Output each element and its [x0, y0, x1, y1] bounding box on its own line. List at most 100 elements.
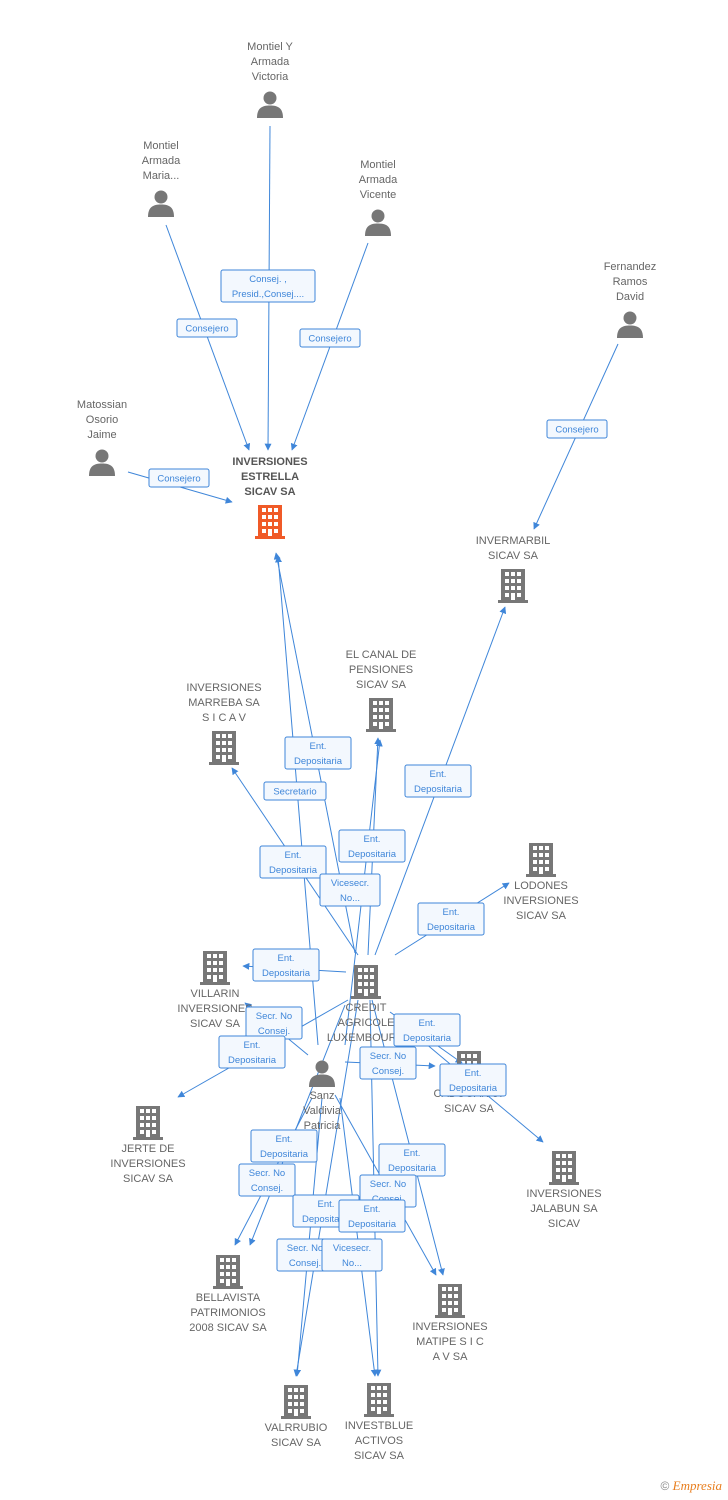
node-label-line: Ramos	[613, 276, 648, 288]
edge-label-text: Ent.	[430, 769, 447, 780]
node-label-line: Jaime	[87, 429, 116, 441]
building-icon	[133, 1106, 163, 1140]
edge-line-credit_agricole-to-matipe	[371, 999, 445, 1276]
edge-label-text: Consej.	[251, 1183, 283, 1194]
node-label-line: Maria...	[143, 170, 180, 182]
building-icon	[200, 951, 230, 985]
building-icon	[435, 1284, 465, 1318]
edge-label-box	[319, 873, 381, 907]
node-label-line: SICAV SA	[516, 910, 567, 922]
node-label-line: Montiel Y	[247, 41, 293, 53]
edge-label-badge[interactable]: Secr. No Consej.	[238, 1163, 296, 1197]
edge-label-badge[interactable]: Ent.Depositaria	[218, 1035, 286, 1069]
edge-label-box	[359, 1046, 417, 1080]
edge-label-box	[546, 419, 608, 439]
edge-label-badge[interactable]: Ent.Depositaria	[417, 902, 485, 936]
edge-label-badge[interactable]: Ent.Depositaria	[404, 764, 472, 798]
edge-label-text: Consejero	[157, 474, 200, 485]
person-icon	[617, 311, 643, 338]
node-montiel_maria[interactable]: MontielArmadaMaria...	[142, 140, 181, 217]
building-icon	[351, 965, 381, 999]
node-label-line: SICAV SA	[190, 1018, 241, 1030]
edge-label-text: Secr. No	[249, 1168, 285, 1179]
edge-label-text: Consej.	[289, 1258, 321, 1269]
edge-label-badge[interactable]: Vicesecr. No...	[319, 873, 381, 907]
brand-logo: Empresia	[672, 1478, 722, 1493]
node-label-line: Fernandez	[604, 261, 657, 273]
building-icon	[213, 1255, 243, 1289]
edge-label-text: Ent.	[310, 741, 327, 752]
edge-label-text: Consejero	[185, 324, 228, 335]
edge-label-text: No...	[342, 1258, 362, 1269]
edge-label-text: Depositaria	[348, 849, 397, 860]
edge-label-badge[interactable]: Ent.Depositaria	[393, 1013, 461, 1047]
edge-label-badge[interactable]: Ent.Depositaria	[338, 1199, 406, 1233]
node-label-line: Montiel	[143, 140, 178, 152]
edge-label-box	[252, 948, 320, 982]
edge-label-badge[interactable]: Ent.Depositaria	[378, 1143, 446, 1177]
edge-label-text: No...	[340, 893, 360, 904]
building-icon	[526, 843, 556, 877]
edge-label-box	[404, 764, 472, 798]
node-label-line: 2008 SICAV SA	[189, 1322, 267, 1334]
node-label-line: LODONES	[514, 880, 568, 892]
building-icon	[281, 1385, 311, 1419]
copyright-symbol: ©	[660, 1479, 670, 1493]
edge-label-box	[218, 1035, 286, 1069]
edge-line-credit_agricole-to-valrrubio	[293, 999, 359, 1377]
edge-label-badge[interactable]: Consejero	[546, 419, 608, 439]
edge-label-box	[393, 1013, 461, 1047]
edge-label-badge[interactable]: Ent.Depositaria	[250, 1129, 318, 1163]
watermark: © Empresia	[660, 1478, 722, 1494]
person-icon	[365, 209, 391, 236]
node-label-line: SICAV SA	[444, 1103, 495, 1115]
edge-label-text: Vicesecr.	[331, 878, 369, 889]
edge-label-text: Depositaria	[228, 1055, 277, 1066]
edge-label-box	[284, 736, 352, 770]
edge-label-box	[238, 1163, 296, 1197]
edge-label-text: Depositaria	[388, 1163, 437, 1174]
node-label-line: S I C A V	[202, 712, 247, 724]
edge-label-text: Depositaria	[294, 756, 343, 767]
edge-label-badge[interactable]: Ent.Depositaria	[259, 845, 327, 879]
edge-label-badge[interactable]: Consejero	[148, 468, 210, 488]
edge-label-badge[interactable]: Ent.Depositaria	[252, 948, 320, 982]
edge-label-badge[interactable]: Vicesecr.No...	[321, 1238, 383, 1272]
node-label-line: INVERSIONES	[177, 1003, 252, 1015]
edge-label-badge[interactable]: Ent.Depositaria	[439, 1063, 507, 1097]
edge-label-badge[interactable]: Consej. ,Presid.,Consej....	[220, 269, 316, 303]
edge-label-text: Consejero	[308, 334, 351, 345]
edge-label-badge[interactable]: Ent.Depositaria	[338, 829, 406, 863]
node-label-line: SICAV SA	[123, 1173, 174, 1185]
edge-label-text: Ent.	[364, 1204, 381, 1215]
node-label-line: Victoria	[252, 71, 289, 83]
node-label-line: Armada	[142, 155, 181, 167]
node-label-line: SICAV SA	[244, 486, 295, 498]
edge-label-badge[interactable]: Consejero	[299, 328, 361, 348]
edge-label-box	[338, 1199, 406, 1233]
edge-label-badge[interactable]: Consejero	[176, 318, 238, 338]
edge-label-badge[interactable]: Secretario	[263, 781, 327, 801]
edge-label-badge[interactable]: Ent. Depositaria	[284, 736, 352, 770]
